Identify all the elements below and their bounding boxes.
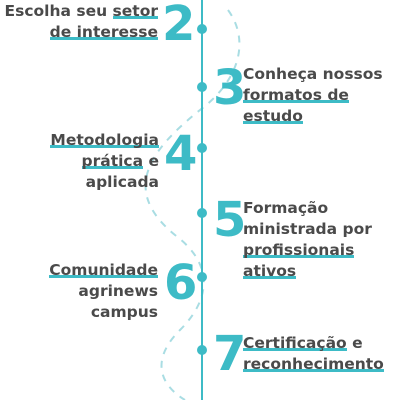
label-text: Escolha seu xyxy=(4,2,113,20)
step-number-7: 7 xyxy=(213,326,247,382)
timeline-dot-7 xyxy=(197,345,207,355)
step-number-5: 5 xyxy=(213,192,247,248)
highlighted-text: prática xyxy=(81,152,144,170)
step-number-6: 6 xyxy=(164,255,198,311)
step-label-5: Formação ministrada por profissionais ativo… xyxy=(243,198,372,282)
label-text: Conheça nossos xyxy=(243,65,383,83)
step-label-line: Formação xyxy=(243,198,372,219)
timeline-dot-5 xyxy=(197,208,207,218)
timeline-dot-4 xyxy=(197,143,207,153)
highlighted-text: de interesse xyxy=(49,23,158,41)
step-label-line: Escolha seu setor xyxy=(5,1,158,22)
label-text: ministrada por xyxy=(243,220,372,238)
step-label-line: formatos de xyxy=(243,85,383,106)
step-label-line: Metodologia xyxy=(50,130,159,151)
step-label-line: Comunidade xyxy=(49,260,158,281)
timeline-dot-2 xyxy=(197,24,207,34)
highlighted-text: setor xyxy=(112,2,158,20)
highlighted-text: profissionais xyxy=(243,241,355,259)
step-label-line: ativos xyxy=(243,261,372,282)
highlighted-text: Certificação xyxy=(243,334,347,352)
timeline-line xyxy=(201,0,203,400)
timeline-dot-6 xyxy=(197,272,207,282)
step-label-6: Comunidade agrinews campus xyxy=(49,260,158,323)
step-label-line: aplicada xyxy=(50,172,159,193)
timeline-dot-3 xyxy=(197,82,207,92)
step-label-line: de interesse xyxy=(5,22,158,43)
highlighted-text: Metodologia xyxy=(50,131,159,149)
step-number-4: 4 xyxy=(164,126,198,182)
highlighted-text: reconhecimento xyxy=(243,355,384,373)
step-label-line: campus xyxy=(49,302,158,323)
step-number-3: 3 xyxy=(213,60,247,116)
highlighted-text: estudo xyxy=(243,107,303,125)
label-text: Formação xyxy=(243,199,329,217)
label-text: campus xyxy=(90,303,158,321)
label-text: e xyxy=(143,152,159,170)
highlighted-text: Comunidade xyxy=(49,261,158,279)
step-label-line: agrinews xyxy=(49,281,158,302)
step-label-line: profissionais xyxy=(243,240,372,261)
label-text: e xyxy=(346,334,363,352)
step-label-line: estudo xyxy=(243,106,383,127)
step-number-2: 2 xyxy=(162,0,196,52)
highlighted-text: formatos de xyxy=(243,86,349,104)
step-label-line: Certificação e xyxy=(243,333,384,354)
highlighted-text: ativos xyxy=(243,262,297,280)
step-label-line: reconhecimento xyxy=(243,354,384,375)
label-text: agrinews xyxy=(78,282,158,300)
step-label-3: Conheça nossos formatos de estudo xyxy=(243,64,383,127)
step-label-line: prática e xyxy=(50,151,159,172)
step-label-line: ministrada por xyxy=(243,219,372,240)
step-label-line: Conheça nossos xyxy=(243,64,383,85)
label-text: aplicada xyxy=(85,173,159,191)
